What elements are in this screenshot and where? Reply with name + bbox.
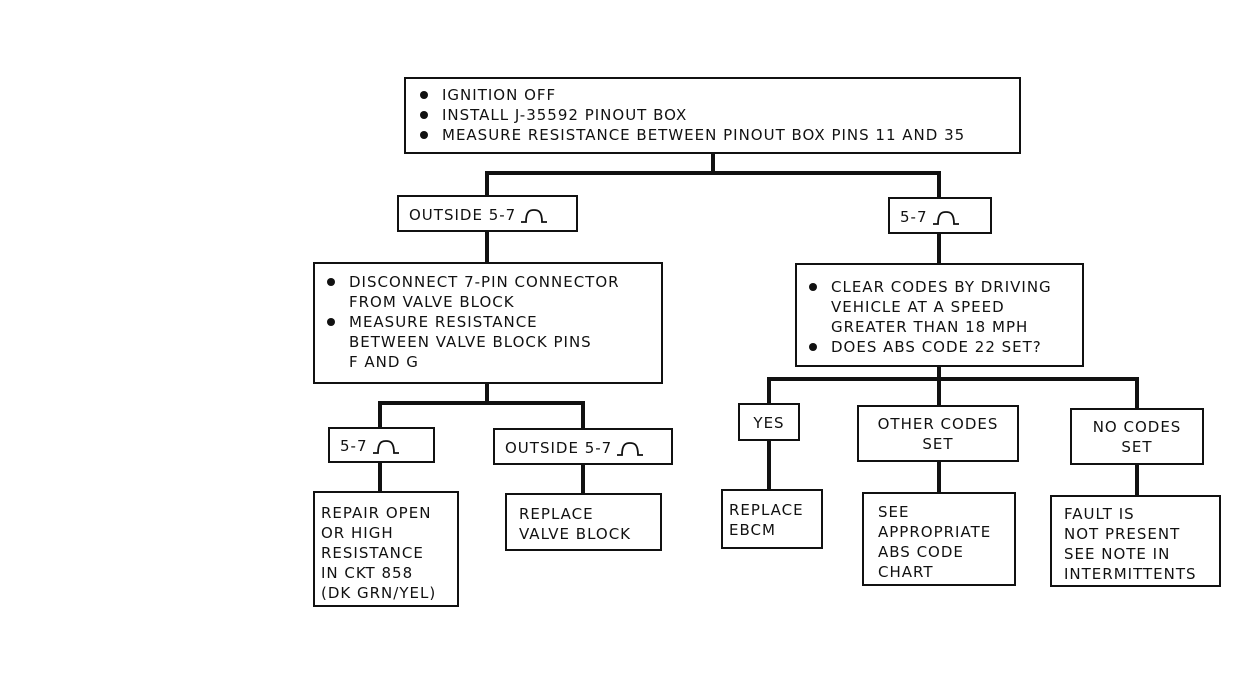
- connector-right-step: [767, 364, 1139, 411]
- right-branch-label-text: 5-7: [900, 208, 928, 226]
- ohms-symbol-icon: [932, 210, 959, 225]
- ohms-symbol-icon: [372, 439, 399, 454]
- result-repair-open-box: REPAIR OPEN OR HIGH RESISTANCE IN CKT 85…: [313, 491, 459, 607]
- left-steps: DISCONNECT 7-PIN CONNECTOR FROM VALVE BL…: [323, 272, 653, 372]
- answer-no-codes-label: NO CODES SET: [1070, 408, 1204, 465]
- answer-other-codes-label-text: OTHER CODES SET: [877, 415, 999, 453]
- result-replace-ebcm-box: REPLACE EBCM: [721, 489, 823, 549]
- result-fault-not-present-text: FAULT IS NOT PRESENT SEE NOTE IN INTERMI…: [1064, 505, 1197, 583]
- connector-left-step: [378, 382, 585, 431]
- start-step-2: INSTALL J-35592 PINOUT BOX: [416, 105, 1009, 125]
- result-replace-ebcm-text: REPLACE EBCM: [729, 501, 804, 539]
- right-step-2: DOES ABS CODE 22 SET?: [805, 337, 1074, 357]
- start-step-1: IGNITION OFF: [416, 85, 1009, 105]
- result-see-chart-text: SEE APPROPRIATE ABS CODE CHART: [878, 503, 992, 581]
- answer-other-codes-label: OTHER CODES SET: [857, 405, 1019, 462]
- start-steps: IGNITION OFF INSTALL J-35592 PINOUT BOX …: [416, 85, 1009, 145]
- start-step-box: IGNITION OFF INSTALL J-35592 PINOUT BOX …: [404, 77, 1021, 154]
- connector-left-results: [378, 460, 585, 496]
- ohms-symbol-icon: [617, 441, 644, 456]
- ohms-symbol-icon: [521, 208, 548, 223]
- answer-no-codes-label-text: NO CODES SET: [1092, 418, 1182, 456]
- answer-yes-label-text: YES: [753, 414, 785, 432]
- right-steps: CLEAR CODES BY DRIVING VEHICLE AT A SPEE…: [805, 277, 1074, 357]
- result-see-chart-box: SEE APPROPRIATE ABS CODE CHART: [862, 492, 1016, 586]
- left-branch-label-text: OUTSIDE 5-7: [409, 206, 517, 224]
- connector-right-results: [767, 438, 1139, 498]
- answer-yes-label: YES: [738, 403, 800, 441]
- result-fault-not-present-box: FAULT IS NOT PRESENT SEE NOTE IN INTERMI…: [1050, 495, 1221, 587]
- start-step-3: MEASURE RESISTANCE BETWEEN PINOUT BOX PI…: [416, 125, 1009, 145]
- left-step-2: MEASURE RESISTANCE BETWEEN VALVE BLOCK P…: [323, 312, 653, 372]
- result-repair-open-text: REPAIR OPEN OR HIGH RESISTANCE IN CKT 85…: [321, 504, 437, 602]
- left-in-range-label: 5-7: [328, 427, 435, 463]
- left-out-of-range-label-text: OUTSIDE 5-7: [505, 439, 613, 457]
- left-in-range-label-text: 5-7: [340, 437, 368, 455]
- left-branch-label: OUTSIDE 5-7: [397, 195, 578, 232]
- result-replace-valve-block-text: REPLACE VALVE BLOCK: [519, 505, 632, 543]
- left-step-1: DISCONNECT 7-PIN CONNECTOR FROM VALVE BL…: [323, 272, 653, 312]
- result-replace-valve-block-box: REPLACE VALVE BLOCK: [505, 493, 662, 551]
- left-out-of-range-label: OUTSIDE 5-7: [493, 428, 673, 465]
- right-step-1: CLEAR CODES BY DRIVING VEHICLE AT A SPEE…: [805, 277, 1074, 337]
- connector-start: [485, 150, 941, 200]
- right-branch-label: 5-7: [888, 197, 992, 234]
- left-step-box: DISCONNECT 7-PIN CONNECTOR FROM VALVE BL…: [313, 262, 663, 384]
- right-step-box: CLEAR CODES BY DRIVING VEHICLE AT A SPEE…: [795, 263, 1084, 367]
